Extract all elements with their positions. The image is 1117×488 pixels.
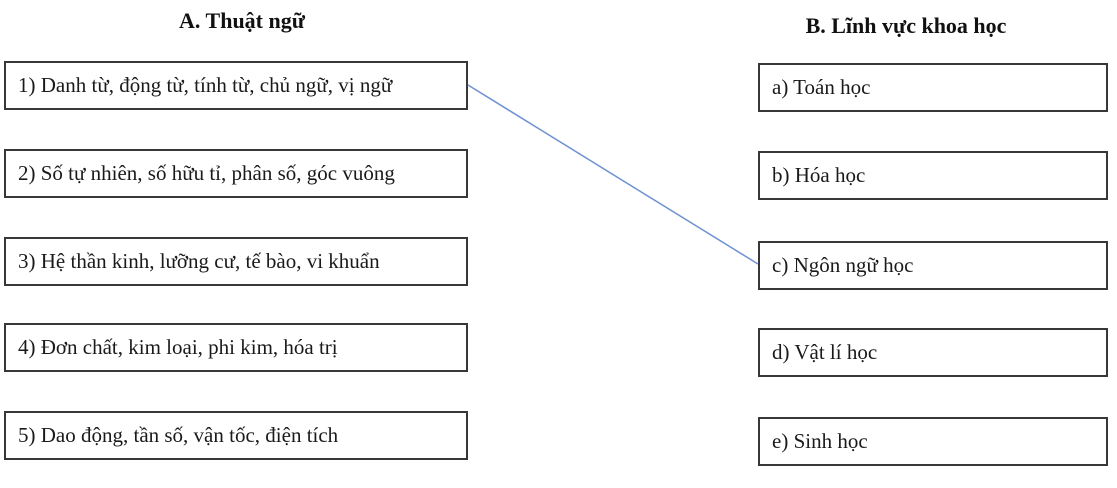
column-b-header: B. Lĩnh vực khoa học [805, 13, 1007, 38]
term-box-3[interactable]: 3) Hệ thần kinh, lưỡng cư, tế bào, vi kh… [4, 237, 468, 286]
field-box-c[interactable]: c) Ngôn ngữ học [758, 241, 1108, 290]
term-box-3-label: 3) Hệ thần kinh, lưỡng cư, tế bào, vi kh… [18, 249, 380, 273]
term-box-2[interactable]: 2) Số tự nhiên, số hữu tỉ, phân số, góc … [4, 149, 468, 198]
field-box-a[interactable]: a) Toán học [758, 63, 1108, 112]
field-box-c-label: c) Ngôn ngữ học [772, 253, 914, 277]
term-box-4-label: 4) Đơn chất, kim loại, phi kim, hóa trị [18, 335, 338, 359]
field-box-b[interactable]: b) Hóa học [758, 151, 1108, 200]
match-line-1-c[interactable] [467, 84, 759, 265]
column-a-header: A. Thuật ngữ [179, 8, 305, 33]
field-box-e[interactable]: e) Sinh học [758, 417, 1108, 466]
field-box-a-label: a) Toán học [772, 75, 871, 99]
term-box-1-label: 1) Danh từ, động từ, tính từ, chủ ngữ, v… [18, 73, 393, 97]
term-box-2-label: 2) Số tự nhiên, số hữu tỉ, phân số, góc … [18, 161, 395, 185]
term-box-4[interactable]: 4) Đơn chất, kim loại, phi kim, hóa trị [4, 323, 468, 372]
term-box-5[interactable]: 5) Dao động, tần số, vận tốc, điện tích [4, 411, 468, 460]
term-box-5-label: 5) Dao động, tần số, vận tốc, điện tích [18, 423, 339, 447]
term-box-1[interactable]: 1) Danh từ, động từ, tính từ, chủ ngữ, v… [4, 61, 468, 110]
field-box-d-label: d) Vật lí học [772, 340, 878, 364]
field-box-e-label: e) Sinh học [772, 429, 868, 453]
field-box-b-label: b) Hóa học [772, 163, 866, 187]
field-box-d[interactable]: d) Vật lí học [758, 328, 1108, 377]
